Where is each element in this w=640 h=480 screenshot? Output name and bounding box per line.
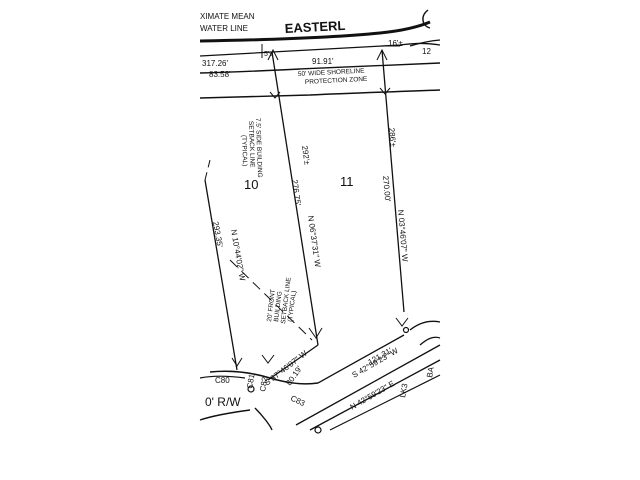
- frontage-diagonal-2: [317, 334, 405, 384]
- road-curve-east-2: [419, 336, 441, 346]
- bearing-3-label: N 10°44'02" W: [229, 229, 247, 282]
- lot-line-west-extension: [204, 159, 211, 181]
- dist-292-label: 292'±: [300, 145, 312, 166]
- road-fragment-label: LK3: [398, 382, 409, 398]
- dist-276-label: 276.75': [290, 179, 303, 206]
- shoreline-label-1: 50' WIDE SHORELINE: [298, 67, 366, 78]
- dist-16-label: 16'±: [388, 39, 403, 48]
- lot-11-label: 11: [340, 174, 354, 189]
- dist-5-label: 5'±: [264, 51, 273, 58]
- arrow-bottom-east: [395, 317, 409, 327]
- frontage-diagonal-1: [267, 344, 319, 381]
- dist-83-label: 83.58': [209, 70, 231, 79]
- frontage-west: [199, 375, 246, 379]
- shoreline-zone-lower: [199, 89, 441, 99]
- dist-270-label: 270.00': [381, 175, 392, 202]
- arrow-front-west: [231, 357, 243, 367]
- curve-c81-label: C81: [245, 373, 257, 390]
- side-setback-label-3: (TYPICAL): [240, 135, 248, 167]
- bearing-1-label: N 06°37'31" W: [306, 215, 322, 268]
- dimension-arrows-group: [231, 44, 409, 367]
- side-setback-line: [229, 259, 313, 341]
- front-setback-label-2: BUILDING: [273, 291, 284, 322]
- monument-marker-2: [314, 426, 322, 434]
- front-setback-label-1: 20' FRONT: [266, 289, 277, 322]
- side-setback-label-2: SETBACK LINE: [247, 121, 256, 168]
- arrow-top-east: [376, 48, 388, 61]
- easement-curve: [409, 39, 441, 47]
- arrow-zone-middle: [269, 91, 281, 99]
- cul-de-sac-arc: [254, 407, 273, 431]
- monument-marker: [247, 385, 255, 393]
- arrow-zone-east: [379, 87, 391, 95]
- mean-water-label-1: XIMATE MEAN: [200, 12, 255, 21]
- road-edge-1: [295, 344, 441, 426]
- frontage-group: [199, 320, 441, 434]
- front-setback-label-4: (TYPICAL): [287, 290, 298, 322]
- monument-marker-3: [402, 326, 410, 334]
- road-curve-west: [199, 409, 251, 421]
- water-line-group: [199, 9, 441, 99]
- curve-c82-label: C82: [258, 376, 270, 393]
- dist-293-label: 293.35': [211, 221, 224, 249]
- shoreline-label-2: PROTECTION ZONE: [305, 76, 368, 86]
- dist-317-label: 317.26': [202, 59, 228, 68]
- road-curve-east: [409, 320, 441, 331]
- road-edge-2: [309, 359, 441, 431]
- dist-12-label: 12: [422, 47, 431, 56]
- lot-line-west: [204, 179, 238, 371]
- dist-286-label: 286'±: [387, 127, 398, 148]
- arrow-bottom-middle: [308, 327, 323, 339]
- arrow-top-middle: [267, 48, 279, 61]
- shoreline-zone-upper: [199, 62, 441, 74]
- row-label: 0' R/W: [205, 395, 241, 409]
- easement-label: EASTERL: [284, 18, 345, 36]
- lot-line-middle: [271, 51, 319, 346]
- curve-c80-label: C80: [215, 376, 230, 385]
- dist-91-label: 91.91': [312, 57, 334, 66]
- easement-line: [199, 42, 441, 57]
- bearing-6-label: N 42°59'23" E: [349, 379, 397, 412]
- road-edge-3: [329, 374, 441, 431]
- easement-icon-curve: [422, 9, 431, 29]
- lot-10-label: 10: [244, 177, 258, 192]
- mean-water-line: [199, 20, 431, 43]
- lot-lines-group: [204, 49, 405, 371]
- curve-c83-label: C83: [289, 394, 307, 409]
- side-setback-label-1: 7.5' SIDE BUILDING: [254, 118, 263, 178]
- arrow-front-mid: [261, 354, 275, 364]
- mean-water-label-2: WATER LINE: [200, 24, 248, 33]
- ba-fragment-label: BA: [425, 366, 436, 379]
